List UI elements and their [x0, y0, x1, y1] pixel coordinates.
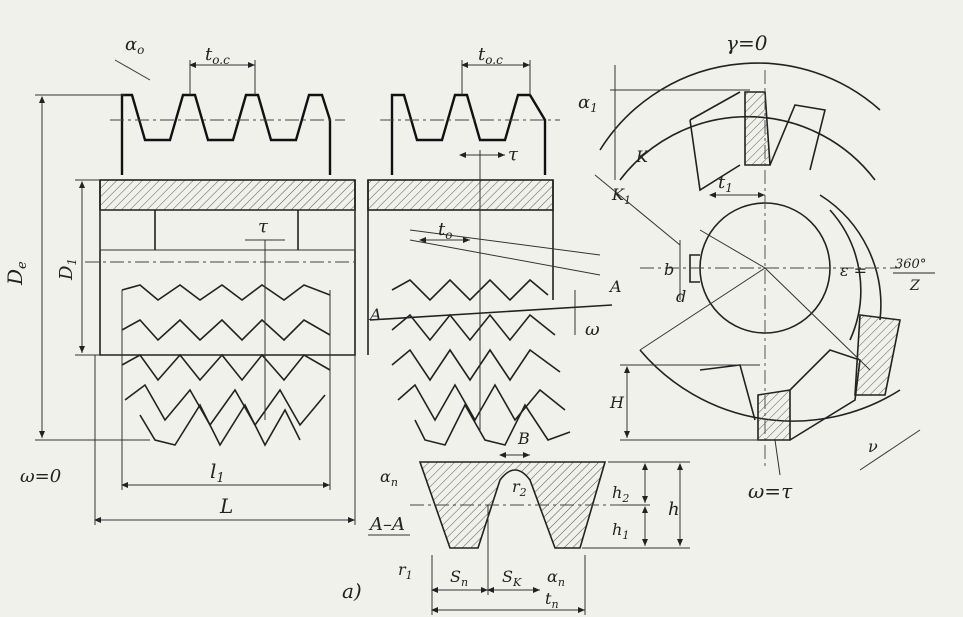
middle-hob-view	[367, 60, 613, 446]
bottom-tooth-section	[757, 389, 791, 441]
top-thread-profile-mid	[390, 93, 547, 175]
arc-right-inner	[829, 209, 862, 341]
bottom-tooth-outline	[789, 349, 861, 441]
label-alpha-o: αo	[125, 34, 144, 57]
label-r2: r2	[512, 477, 527, 499]
profile-section-AA	[368, 452, 690, 615]
label-t1: t1	[718, 172, 733, 195]
label-H: H	[609, 393, 625, 412]
gullet-right-top	[769, 104, 826, 171]
teeth-row-1-mid	[391, 278, 549, 302]
label-epsilon: ε = 360° Z	[840, 257, 935, 294]
label-D1: D1	[56, 258, 79, 281]
teeth-row-2-mid	[391, 313, 556, 342]
label-h: h	[668, 499, 680, 520]
label-h2: h2	[612, 483, 629, 505]
k-leader	[594, 174, 681, 246]
teeth-row-5-mid	[414, 403, 571, 446]
label-K1: K1	[611, 185, 631, 207]
nu-leader	[859, 429, 921, 471]
label-K: K	[635, 147, 649, 166]
teeth-row-2-left	[121, 318, 331, 342]
helix-line-1	[409, 229, 601, 256]
label-tn: tn	[545, 589, 559, 611]
end-view	[594, 62, 921, 476]
hub-outline-mid	[367, 180, 554, 355]
label-L: L	[219, 494, 233, 518]
labels: αo to.c to.c τ τ to De D1 A A ω ω=0 l1 L…	[3, 31, 935, 611]
label-B: B	[517, 429, 530, 448]
label-nu: ν	[868, 437, 878, 456]
top-tooth-section	[744, 91, 771, 166]
hub-section-mid	[367, 179, 554, 211]
label-omega: ω	[585, 319, 600, 340]
label-De: De	[3, 261, 30, 286]
label-A-right: A	[608, 277, 622, 296]
label-h1: h1	[612, 520, 629, 542]
svg-text:Z: Z	[909, 278, 920, 294]
section-line-AA	[369, 304, 613, 321]
label-to: to	[438, 219, 452, 242]
omega-tau-leader	[774, 439, 781, 476]
keyway	[689, 254, 700, 283]
outer-arc-top	[599, 62, 881, 151]
alpha-o-leader	[114, 59, 151, 81]
figure-label: a)	[342, 579, 362, 603]
label-A-left: A	[368, 305, 382, 324]
label-toc-left: to.c	[205, 44, 230, 67]
arc-right-mid	[819, 194, 882, 321]
label-r1: r1	[398, 560, 413, 582]
label-gamma-zero: γ=0	[726, 31, 768, 55]
label-omega-tau: ω=τ	[748, 479, 793, 503]
label-A-A: A–A	[368, 514, 405, 535]
teeth-row-4-mid	[397, 383, 566, 422]
teeth-row-4-left	[124, 383, 326, 427]
teeth-row-3-left	[121, 353, 331, 382]
hub-section-top	[99, 179, 356, 211]
bore-region	[99, 209, 356, 251]
label-toc-right: to.c	[478, 44, 503, 67]
bottom-left-gullet	[699, 364, 756, 421]
radial-line-b	[764, 267, 871, 371]
svg-text:ε =: ε =	[840, 261, 867, 280]
label-Sn: Sn	[450, 567, 468, 589]
teeth-row-1-left	[121, 284, 331, 302]
svg-text:360°: 360°	[895, 257, 926, 272]
hub-outline	[99, 180, 356, 356]
label-Sk: SK	[502, 567, 522, 589]
radial-line-a	[639, 267, 766, 351]
label-tau-left: τ	[258, 216, 269, 237]
label-alpha-1: α1	[578, 92, 598, 115]
label-alpha-n-top: αn	[380, 467, 398, 489]
label-alpha-n-bottom: αn	[547, 567, 565, 589]
label-d: d	[676, 287, 686, 306]
label-omega-zero: ω=0	[20, 466, 61, 487]
right-tooth-section	[854, 314, 901, 396]
teeth-row-5-left	[139, 403, 301, 447]
teeth-row-3-mid	[391, 348, 561, 382]
helix-line-2	[409, 239, 601, 276]
label-tau-right: τ	[508, 144, 519, 165]
top-thread-profile-left	[120, 93, 332, 175]
label-l1: l1	[210, 459, 225, 486]
tooth-profile-section	[418, 461, 607, 549]
radial-line-c	[699, 229, 766, 269]
top-tooth-outline	[689, 91, 741, 192]
left-hob-view	[35, 59, 360, 525]
label-b: b	[664, 260, 674, 279]
